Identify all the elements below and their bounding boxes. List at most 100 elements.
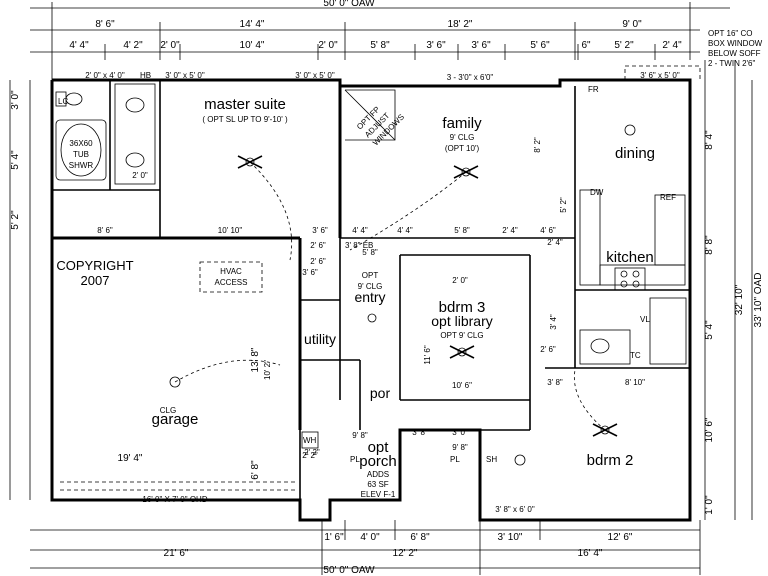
room-bdrm3-library: opt library [431, 313, 492, 329]
dim-mid-19: 9' 8" [452, 443, 468, 452]
dim-left-5: 6' 8" [250, 460, 261, 480]
room-master-note: ( OPT SL UP TO 9'-10' ) [202, 115, 288, 124]
dim-mid-17: 2' 2" [302, 451, 318, 460]
dim-top2-7: 3' 6" [426, 40, 446, 51]
dim-mid-5: 4' 4" [397, 226, 413, 235]
dim-bot-4: 3' 10" [498, 532, 523, 543]
window-c: 3' 0" x 5' 0" [295, 71, 335, 80]
top-dimensions: 50' 0" OAW 8' 6" 14' 4" 18' 2" 9' 0" 4' … [69, 0, 682, 51]
room-garage-clg: CLG [160, 406, 176, 415]
vl-label: VL [640, 315, 650, 324]
dim-mid-15: 3' 4" [549, 314, 558, 330]
opt-note-4: 2 - TWIN 2'6" [708, 59, 756, 68]
dim-mid-6: 5' 8" [454, 226, 470, 235]
dim-top-1: 8' 6" [95, 19, 115, 30]
tc-label: TC [630, 351, 641, 360]
room-entry: entry [354, 289, 385, 305]
fridge-label: REF [660, 193, 676, 202]
bottom-dimensions: 1' 6" 4' 0" 6' 8" 3' 10" 12' 6" 21' 6" 1… [164, 532, 633, 576]
dim-mid-24: 3' 0" [452, 428, 468, 437]
side-dimensions: 8' 4" 8' 8" 5' 4" 10' 6" 1' 0" 32' 10" 3… [10, 90, 764, 515]
dim-top2-10: 6" [581, 40, 591, 51]
dim-mid-30: 3' 6" [302, 268, 318, 277]
room-opt-porch-sf: 63 SF [367, 480, 388, 489]
dim-mid-1: 8' 6" [97, 226, 113, 235]
dim-right-1: 8' 4" [704, 130, 715, 150]
copyright-label: COPYRIGHT [56, 258, 133, 273]
dim-top2-1: 4' 4" [69, 40, 89, 51]
dim-right-5: 1' 0" [704, 495, 715, 515]
dim-left-1: 3' 0" [10, 90, 21, 110]
room-bdrm2: bdrm 2 [587, 452, 634, 469]
opt-note-3: BELOW SOFF [708, 49, 761, 58]
dim-right-3: 5' 4" [704, 320, 715, 340]
dim-mid-11: 8' 10" [625, 378, 645, 387]
dim-mid-3: 3' 6" [312, 226, 328, 235]
dim-mid-12: 3' 8" [412, 428, 428, 437]
dim-top2-8: 3' 6" [471, 40, 491, 51]
room-opt-porch-2: porch [359, 453, 397, 470]
window-a: 2' 0" x 4' 0" [85, 71, 125, 80]
dimension-lines [9, 2, 753, 575]
overall-depth-outer: 33' 10" OAD [753, 273, 764, 328]
dim-left-3: 5' 2" [10, 210, 21, 230]
dim-top-3: 18' 2" [448, 19, 473, 30]
hvac-label: HVAC [220, 267, 242, 276]
tub-size: 36X60 [69, 139, 93, 148]
hose-bib-label: HB [140, 71, 151, 80]
dim-mid-29: 2' 6" [310, 257, 326, 266]
dim-top-2: 14' 4" [240, 19, 265, 30]
eb-label: 3' 8" EB [345, 241, 373, 250]
dim-top-4: 9' 0" [622, 19, 642, 30]
dim-mid-4: 4' 4" [352, 226, 368, 235]
opt-note-1: OPT 16" CO [708, 29, 752, 38]
dim-mid-23: 2' 6" [310, 241, 326, 250]
interior-dimensions: 8' 6" 10' 10" 3' 6" 4' 4" 4' 4" 5' 8" 2'… [97, 137, 645, 514]
room-family-clg: 9' CLG [450, 133, 475, 142]
dim-mid-18: 9' 8" [352, 431, 368, 440]
room-utility: utility [304, 331, 336, 347]
water-heater-label: WH [303, 436, 317, 445]
dim-top2-3: 2' 0" [160, 40, 180, 51]
shelf-label: SH [486, 455, 497, 464]
window-b: 3' 0" x 5' 0" [165, 71, 205, 80]
copyright-year: 2007 [81, 273, 110, 288]
room-opt-porch-1: opt [368, 439, 390, 456]
dishwasher-label: DW [590, 188, 604, 197]
room-family-opt: (OPT 10') [445, 144, 480, 153]
dim-left-4: 13' 8" [250, 347, 261, 372]
room-bdrm3-clg: OPT 9' CLG [440, 331, 483, 340]
dim-mid-10: 10' 6" [452, 381, 472, 390]
garage-width-label: 19' 4" [118, 453, 143, 464]
dim-mid-20: 5' 2" [559, 197, 568, 213]
dim-bot2-3: 16' 4" [578, 548, 603, 559]
room-master-suite: master suite [204, 96, 286, 113]
dim-bot-1: 1' 6" [324, 532, 344, 543]
dim-mid-2: 10' 10" [218, 226, 243, 235]
room-entry-clg: 9' CLG [358, 282, 383, 291]
overall-depth-inner: 32' 10" [734, 284, 745, 315]
room-entry-opt: OPT [362, 271, 379, 280]
dim-mid-14: 10' 2" [263, 360, 272, 380]
dim-top2-6: 5' 8" [370, 40, 390, 51]
pl-label-2: PL [450, 455, 460, 464]
room-family: family [442, 115, 482, 132]
pl-label-1: PL [350, 455, 360, 464]
fixtures [55, 65, 701, 491]
dim-top2-9: 5' 6" [530, 40, 550, 51]
dim-mid-8: 4' 6" [540, 226, 556, 235]
room-labels: master suite ( OPT SL UP TO 9'-10' ) fam… [152, 96, 655, 499]
dim-left-2: 5' 4" [10, 150, 21, 170]
dim-bot2-1: 21' 6" [164, 548, 189, 559]
dim-top2-4: 10' 4" [240, 40, 265, 51]
room-bdrm3: bdrm 3 [439, 299, 486, 316]
opt-note-2: BOX WINDOW [708, 39, 763, 48]
fr-label: FR [588, 85, 599, 94]
dim-right-4: 10' 6" [704, 417, 715, 442]
room-opt-porch-adds: ADDS [367, 470, 389, 479]
dim-bot-2: 4' 0" [360, 532, 380, 543]
dim-mid-16: 2' 6" [540, 345, 556, 354]
window-d: 3 - 3'0" x 6'0" [447, 73, 494, 82]
dim-right-2: 8' 8" [704, 235, 715, 255]
